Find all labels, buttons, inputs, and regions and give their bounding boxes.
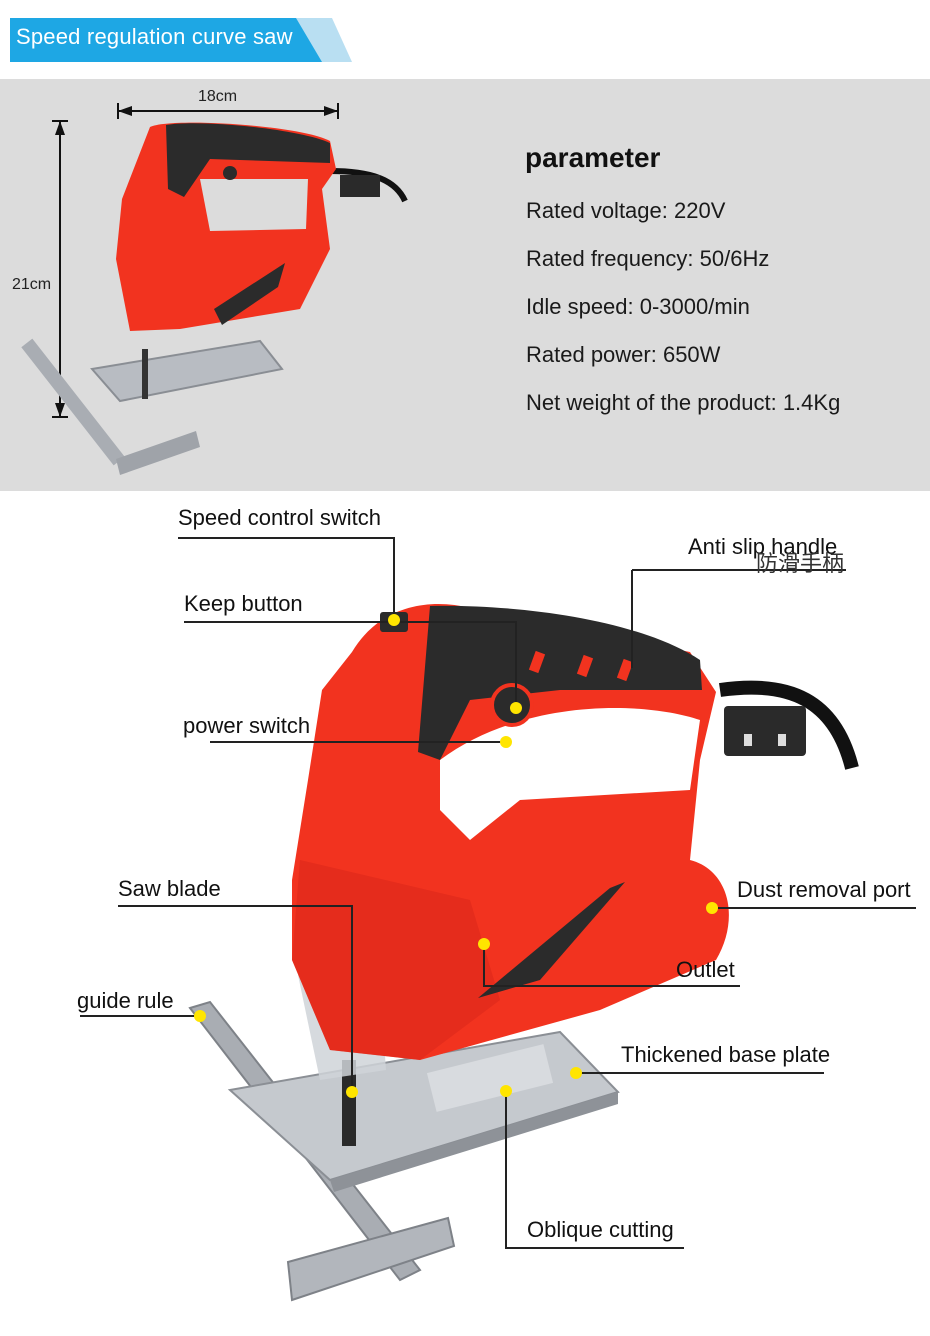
callout-anti-slip-handle: Anti slip handle [688, 534, 838, 559]
param-net-weight: Net weight of the product: 1.4Kg [526, 390, 841, 415]
callout-saw-blade: Saw blade [118, 876, 221, 901]
callout-outlet: Outlet [676, 957, 735, 982]
callout-thickened-base-plate: Thickened base plate [621, 1042, 831, 1067]
callout-speed-control-switch: Speed control switch [178, 505, 381, 530]
banner-shape [10, 18, 352, 62]
header-banner: Speed regulation curve saw [0, 0, 930, 78]
height-dimension-label: 21cm [12, 276, 52, 293]
param-rated-power: Rated power: 650W [526, 342, 721, 367]
param-rated-voltage: Rated voltage: 220V [526, 198, 726, 223]
param-rated-frequency: Rated frequency: 50/6Hz [526, 246, 770, 271]
width-dimension-label: 18cm [198, 88, 238, 105]
callout-keep-button: Keep button [184, 591, 303, 616]
callout-power-switch: power switch [183, 713, 311, 738]
small-jigsaw-illustration [21, 103, 408, 475]
parameter-panel: 18cm 21cm parameter Rated voltage: 220V … [0, 79, 930, 491]
callout-anti-slip-handle-cn: 防滑手柄 [756, 551, 845, 576]
callout-guide-rule: guide rule [77, 988, 174, 1013]
parameter-heading: parameter [525, 142, 661, 173]
param-idle-speed: Idle speed: 0-3000/min [526, 294, 750, 319]
callout-dust-removal-port: Dust removal port [737, 877, 911, 902]
banner-title: Speed regulation curve saw [16, 24, 293, 49]
callout-oblique-cutting: Oblique cutting [527, 1217, 674, 1242]
